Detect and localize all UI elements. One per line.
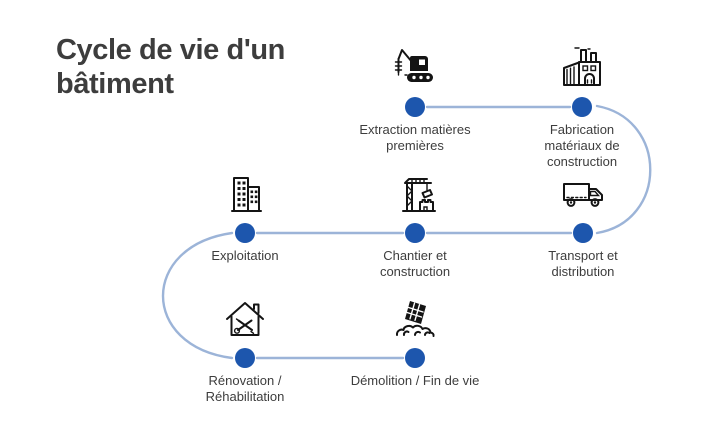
stage-dot-transport bbox=[573, 223, 593, 243]
connector-right-curve bbox=[595, 104, 652, 235]
stage-label-exploitation: Exploitation bbox=[211, 248, 279, 263]
stage-label-transport: Transport et distribution bbox=[548, 248, 618, 279]
stage-node-extraction: Extraction matières premières bbox=[335, 45, 495, 154]
connector-left-curve bbox=[162, 231, 234, 360]
stage-dot-demolition bbox=[405, 348, 425, 368]
stage-label-chantier: Chantier et construction bbox=[379, 248, 451, 279]
excavator-drill-icon bbox=[390, 45, 440, 93]
stage-dot-chantier bbox=[405, 223, 425, 243]
stage-dot-extraction bbox=[405, 97, 425, 117]
stage-dot-exploitation bbox=[235, 223, 255, 243]
delivery-truck-icon bbox=[558, 171, 608, 219]
stage-node-demolition: Démolition / Fin de vie bbox=[335, 296, 495, 389]
page-title: Cycle de vie d'un bâtiment bbox=[56, 34, 285, 101]
stage-node-chantier: Chantier et construction bbox=[335, 171, 495, 280]
stage-node-fabrication: Fabrication matériaux de construction bbox=[502, 45, 662, 170]
stage-dot-fabrication bbox=[572, 97, 592, 117]
stage-label-fabrication: Fabrication matériaux de construction bbox=[544, 122, 620, 169]
stage-node-exploitation: Exploitation bbox=[165, 171, 325, 264]
stage-label-renovation: Rénovation / Réhabilitation bbox=[205, 373, 285, 404]
house-tools-icon bbox=[220, 296, 270, 344]
stage-node-renovation: Rénovation / Réhabilitation bbox=[165, 296, 325, 405]
collapsing-building-icon bbox=[390, 296, 440, 344]
stage-label-demolition: Démolition / Fin de vie bbox=[350, 373, 480, 388]
stage-node-transport: Transport et distribution bbox=[503, 171, 663, 280]
tower-crane-icon bbox=[390, 171, 440, 219]
stage-label-extraction: Extraction matières premières bbox=[359, 122, 471, 153]
stage-dot-renovation bbox=[235, 348, 255, 368]
factory-icon bbox=[557, 45, 607, 93]
office-buildings-icon bbox=[220, 171, 270, 219]
